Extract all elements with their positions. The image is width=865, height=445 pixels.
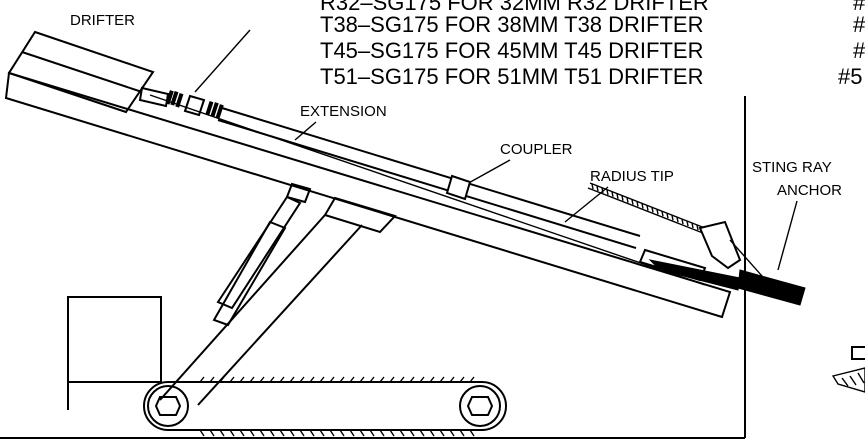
extension-leader bbox=[294, 121, 317, 141]
drifter-body bbox=[7, 30, 155, 114]
sting-ray-anchor bbox=[587, 182, 806, 306]
sting-ray-label-line2: ANCHOR bbox=[777, 182, 842, 199]
coupler bbox=[445, 174, 472, 201]
boom-arm-1 bbox=[159, 214, 326, 401]
boom-cylinder bbox=[216, 195, 302, 310]
edge-hatched-part bbox=[831, 367, 865, 393]
extension-rod bbox=[221, 107, 641, 237]
drifter-label: DRIFTER bbox=[70, 12, 135, 29]
boom-arm-2 bbox=[197, 224, 363, 406]
boom-cylinder-body bbox=[212, 220, 287, 327]
threaded-section-2 bbox=[205, 101, 224, 119]
spec-line-1: R32–SG175 FOR 32MM R32 DRIFTER bbox=[320, 0, 709, 15]
radius-tip-label: RADIUS TIP bbox=[590, 168, 674, 185]
feed-beam bbox=[4, 71, 732, 319]
sting-ray-label-line1: STING RAY bbox=[752, 159, 832, 176]
coupler-label: COUPLER bbox=[500, 141, 573, 158]
shank-coupler bbox=[183, 94, 206, 117]
track-wheel-right bbox=[459, 385, 501, 427]
crawler-track bbox=[143, 376, 507, 437]
shank-adapter bbox=[138, 86, 170, 108]
beam-mount-small bbox=[285, 182, 312, 204]
beam-mount-large bbox=[323, 196, 397, 234]
edge-bracket bbox=[851, 346, 865, 360]
spec-list: R32–SG175 FOR 32MM R32 DRIFTER # T38–SG1… bbox=[320, 0, 865, 89]
carrier-cab bbox=[67, 296, 162, 383]
spec-line-3: T45–SG175 FOR 45MM T45 DRIFTER bbox=[320, 38, 704, 63]
spec-line-2: T38–SG175 FOR 38MM T38 DRIFTER bbox=[320, 12, 704, 37]
track-wheel-left bbox=[147, 385, 189, 427]
threaded-section-1 bbox=[165, 90, 184, 108]
coupler-leader bbox=[464, 159, 511, 186]
spec-ref-3: # bbox=[853, 38, 865, 63]
spec-ref-1: # bbox=[853, 0, 865, 15]
extension-label: EXTENSION bbox=[300, 103, 387, 120]
anchor-leader bbox=[777, 200, 798, 271]
spec-ref-2: # bbox=[853, 12, 865, 37]
radius-tip-leader bbox=[564, 186, 609, 223]
spec-ref-4: #5 bbox=[838, 64, 862, 89]
spec-line-4: T51–SG175 FOR 51MM T51 DRIFTER bbox=[320, 64, 704, 89]
drifter-leader bbox=[194, 29, 251, 93]
